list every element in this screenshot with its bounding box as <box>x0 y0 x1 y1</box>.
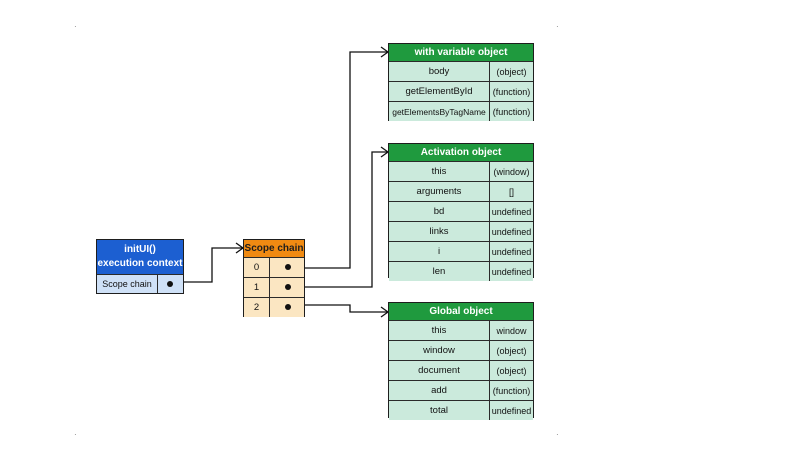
pointer-dot <box>285 304 291 310</box>
scope-chain-header: Scope chain <box>244 240 304 257</box>
property-name: add <box>389 381 490 400</box>
pointer-dot <box>285 284 291 290</box>
object-property-row: this window <box>389 320 533 340</box>
scope-chain-index: 2 <box>244 298 270 317</box>
execution-context-title-line1: initUI() <box>124 244 156 255</box>
execution-context-header: initUI() execution context <box>97 240 183 274</box>
arrow-scope2-to-global <box>288 304 388 313</box>
arrow-scope0-to-with <box>288 51 388 269</box>
property-value: (object) <box>496 345 527 356</box>
property-name: total <box>389 401 490 420</box>
execution-context-row: Scope chain <box>97 274 183 293</box>
scope-chain-index: 1 <box>244 278 270 297</box>
property-value: (function) <box>492 385 531 396</box>
arrow-context-to-scope <box>172 247 243 283</box>
arrow-scope1-to-activation <box>288 151 388 288</box>
property-name: getElementsByTagName <box>389 102 490 121</box>
scope-chain-row: 0 <box>244 257 304 277</box>
object-property-row: links undefined <box>389 221 533 241</box>
property-value: (function) <box>492 106 531 117</box>
scope-chain-row: 1 <box>244 277 304 297</box>
property-name: arguments <box>389 182 490 201</box>
property-name: links <box>389 222 490 241</box>
object-property-row: document (object) <box>389 360 533 380</box>
scope-chain-index: 0 <box>244 258 270 277</box>
with-variable-object-box: with variable object body (object) getEl… <box>388 43 534 121</box>
corner-mark: · <box>556 430 559 439</box>
object-property-row: arguments [] <box>389 181 533 201</box>
object-property-row: getElementsByTagName (function) <box>389 101 533 121</box>
corner-mark: · <box>556 22 559 31</box>
scope-chain-pointer-cell <box>270 298 304 317</box>
property-name: getElementById <box>389 82 490 101</box>
activation-object-box: Activation object this (window) argument… <box>388 143 534 281</box>
property-value: window <box>496 325 527 336</box>
with-variable-object-header: with variable object <box>389 44 533 61</box>
object-property-row: total undefined <box>389 400 533 420</box>
property-name: i <box>389 242 490 261</box>
property-name: this <box>389 162 490 181</box>
property-value: (function) <box>492 86 531 97</box>
execution-context-box: initUI() execution context Scope chain <box>96 239 184 294</box>
property-name: body <box>389 62 490 81</box>
property-value: undefined <box>491 206 532 217</box>
object-property-row: window (object) <box>389 340 533 360</box>
activation-object-header: Activation object <box>389 144 533 161</box>
pointer-dot <box>285 264 291 270</box>
corner-mark: · <box>74 430 77 439</box>
scope-chain-row: 2 <box>244 297 304 317</box>
property-name: document <box>389 361 490 380</box>
object-property-row: this (window) <box>389 161 533 181</box>
scope-chain-pointer-cell <box>270 258 304 277</box>
global-object-box: Global object this window window (object… <box>388 302 534 420</box>
scope-chain-box: Scope chain 0 1 2 <box>243 239 305 317</box>
object-property-row: i undefined <box>389 241 533 261</box>
property-value: undefined <box>491 246 532 257</box>
property-value: (window) <box>493 166 530 177</box>
property-name: len <box>389 262 490 281</box>
property-value: (object) <box>496 365 527 376</box>
global-object-header: Global object <box>389 303 533 320</box>
pointer-dot <box>167 281 173 287</box>
corner-mark: · <box>74 22 77 31</box>
property-name: window <box>389 341 490 360</box>
object-property-row: getElementById (function) <box>389 81 533 101</box>
object-property-row: len undefined <box>389 261 533 281</box>
execution-context-row-label: Scope chain <box>97 275 158 293</box>
execution-context-pointer-cell <box>158 275 183 293</box>
scope-chain-pointer-cell <box>270 278 304 297</box>
object-property-row: add (function) <box>389 380 533 400</box>
property-name: bd <box>389 202 490 221</box>
property-value: [] <box>508 186 514 197</box>
property-value: undefined <box>491 266 532 277</box>
execution-context-title-line2: execution context <box>97 258 183 269</box>
object-property-row: body (object) <box>389 61 533 81</box>
property-value: undefined <box>491 226 532 237</box>
property-name: this <box>389 321 490 340</box>
property-value: undefined <box>491 405 532 416</box>
property-value: (object) <box>496 66 527 77</box>
object-property-row: bd undefined <box>389 201 533 221</box>
